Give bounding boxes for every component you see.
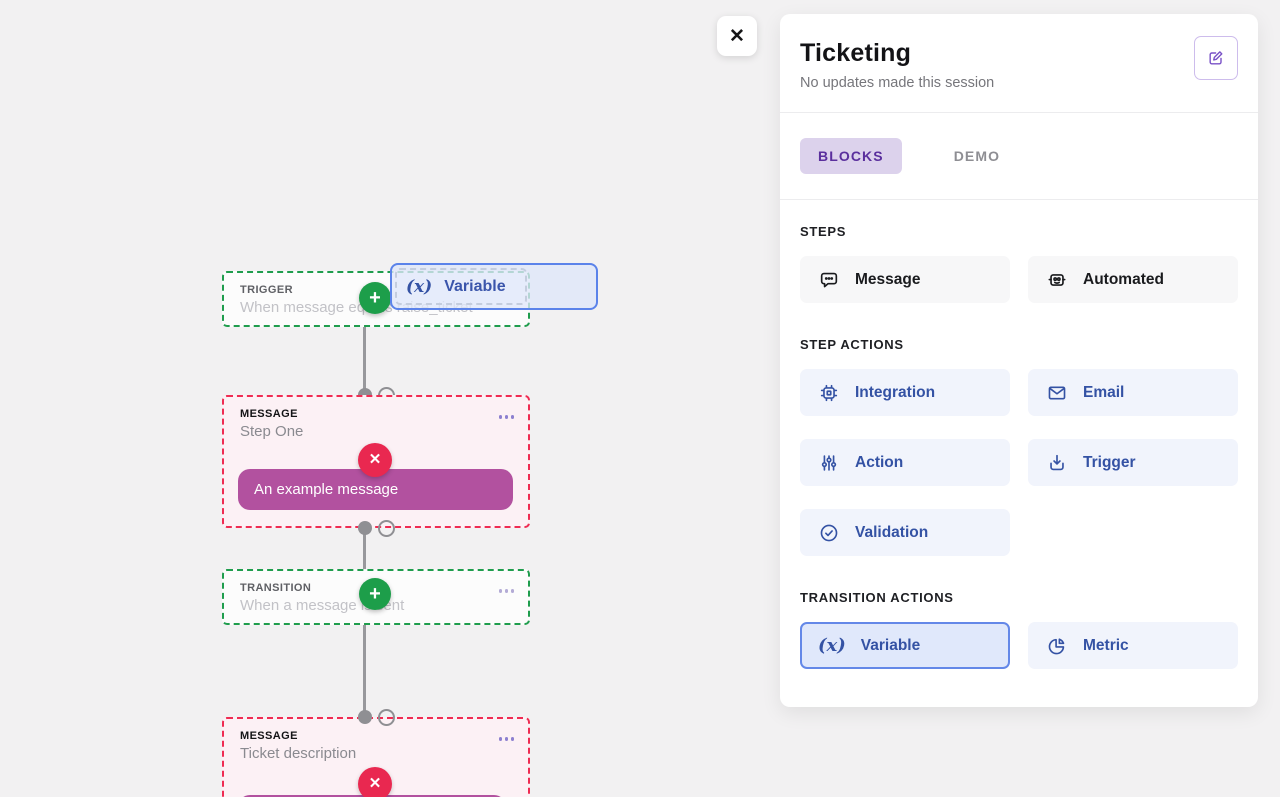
- download-tray-icon: [1050, 454, 1064, 470]
- variable-icon: (x): [406, 276, 433, 297]
- block-card-integration[interactable]: Integration: [800, 369, 1010, 416]
- section-heading-transition-actions: TRANSITION ACTIONS: [800, 590, 954, 605]
- bot-title: Ticketing: [800, 39, 912, 67]
- block-card-email[interactable]: Email: [1028, 369, 1238, 416]
- node-type-label: TRANSITION: [240, 582, 312, 594]
- edit-pencil-icon: [1209, 51, 1223, 65]
- envelope-icon: [1048, 385, 1066, 400]
- block-card-message[interactable]: Message: [800, 256, 1010, 303]
- more-menu-icon[interactable]: [498, 737, 514, 741]
- block-card-label: Automated: [1083, 270, 1164, 288]
- delete-step-button[interactable]: ✕: [358, 767, 392, 797]
- delete-x-icon: ✕: [368, 451, 382, 468]
- block-card-label: Validation: [855, 523, 929, 541]
- delete-step-button[interactable]: ✕: [358, 443, 392, 477]
- panel-header: Ticketing No updates made this session: [780, 14, 1258, 113]
- edit-button[interactable]: [1194, 36, 1238, 80]
- panel-body: STEPS Message Automated STEP ACTIONS: [780, 200, 1258, 689]
- block-card-label: Message: [855, 270, 921, 288]
- connector-dot: [358, 710, 372, 724]
- block-card-label: Action: [855, 453, 904, 471]
- block-card-label: Email: [1083, 383, 1125, 401]
- connector-line: [363, 528, 366, 570]
- block-card-action[interactable]: Action: [800, 439, 1010, 486]
- plus-icon: +: [369, 287, 381, 309]
- connector-line: [363, 327, 366, 396]
- chip-icon: [820, 384, 838, 401]
- connector-line: [363, 625, 366, 717]
- panel-tabs: BLOCKS DEMO: [780, 113, 1258, 200]
- connector-dot: [358, 521, 372, 535]
- block-card-validation[interactable]: Validation: [800, 509, 1010, 556]
- tab-demo[interactable]: DEMO: [936, 138, 1018, 174]
- step-title: Step One: [240, 423, 304, 440]
- block-card-label: Integration: [855, 383, 936, 401]
- block-card-label: Metric: [1083, 636, 1129, 654]
- close-icon: ✕: [729, 25, 745, 47]
- block-card-label: Variable: [860, 636, 921, 654]
- add-action-button[interactable]: +: [359, 282, 391, 314]
- block-card-metric[interactable]: Metric: [1028, 622, 1238, 669]
- sliders-icon: [821, 454, 837, 471]
- connector-port[interactable]: [378, 520, 395, 537]
- block-card-label: Trigger: [1083, 453, 1136, 471]
- dragged-variable-chip[interactable]: (x) Variable: [390, 263, 598, 310]
- section-heading-step-actions: STEP ACTIONS: [800, 337, 904, 352]
- block-card-trigger[interactable]: Trigger: [1028, 439, 1238, 486]
- node-type-label: MESSAGE: [240, 408, 298, 420]
- check-circle-icon: [820, 524, 838, 541]
- block-card-variable[interactable]: (x) Variable: [800, 622, 1010, 669]
- block-library-panel: Ticketing No updates made this session B…: [780, 14, 1258, 707]
- node-type-label: TRIGGER: [240, 284, 293, 296]
- more-menu-icon[interactable]: [498, 415, 514, 419]
- drag-chip-label: Variable: [444, 277, 506, 295]
- drop-placeholder-outline: [395, 268, 527, 305]
- pie-chart-icon: [1048, 637, 1065, 654]
- message-bubble-icon: [820, 272, 838, 287]
- close-panel-button[interactable]: ✕: [717, 16, 757, 56]
- node-type-label: MESSAGE: [240, 730, 298, 742]
- variable-icon: (x): [818, 635, 846, 656]
- more-menu-icon[interactable]: [498, 589, 514, 593]
- delete-x-icon: ✕: [368, 775, 382, 792]
- section-heading-steps: STEPS: [800, 224, 847, 239]
- connector-port[interactable]: [378, 709, 395, 726]
- block-card-automated[interactable]: Automated: [1028, 256, 1238, 303]
- add-action-button[interactable]: +: [359, 578, 391, 610]
- step-title: Ticket description: [240, 745, 357, 762]
- session-status-text: No updates made this session: [800, 75, 995, 91]
- plus-icon: +: [369, 583, 381, 605]
- robot-icon: [1048, 273, 1066, 286]
- tab-blocks[interactable]: BLOCKS: [800, 138, 902, 174]
